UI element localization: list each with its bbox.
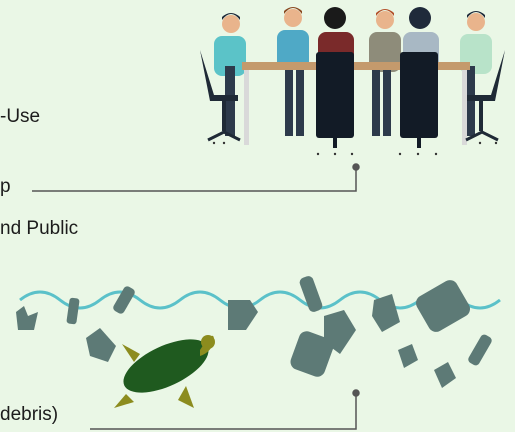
connector-debris <box>90 393 357 430</box>
connector-dot-meeting <box>352 163 360 171</box>
meeting-table <box>242 62 470 70</box>
bottle-icon <box>299 276 323 312</box>
connector-dot-debris <box>352 389 360 397</box>
chair-right <box>465 50 505 142</box>
floor-dots <box>212 141 498 156</box>
plastic-debris <box>16 276 492 388</box>
plastic-bag-icon <box>434 362 456 388</box>
connector-meeting <box>32 167 357 192</box>
plastic-bag-icon <box>86 328 116 362</box>
plastic-bag-icon <box>16 306 38 330</box>
plastic-bag-icon <box>398 344 418 368</box>
chair-front-1 <box>316 52 354 148</box>
text-label-debris: debris) <box>0 404 59 425</box>
sea-turtle-icon <box>114 335 215 408</box>
person-4 <box>369 9 401 136</box>
person-1 <box>214 13 246 136</box>
connector-lines <box>32 163 360 430</box>
jug-icon <box>290 331 334 377</box>
text-label-and-public: nd Public <box>0 218 79 239</box>
plastic-bag-icon <box>228 300 258 330</box>
ocean-plastic-debris-illustration <box>16 276 501 408</box>
text-label-single-use: -Use <box>0 106 41 127</box>
text-label-p: p <box>0 176 11 197</box>
meeting-table-people-illustration <box>200 7 505 156</box>
bottle-icon <box>113 286 135 314</box>
bottle-icon <box>66 297 80 325</box>
person-2 <box>277 7 309 136</box>
chair-left <box>200 50 241 142</box>
jug-icon <box>416 280 470 332</box>
chair-front-2 <box>400 52 438 148</box>
bottle-icon <box>468 334 492 366</box>
plastic-bag-icon <box>372 294 400 332</box>
